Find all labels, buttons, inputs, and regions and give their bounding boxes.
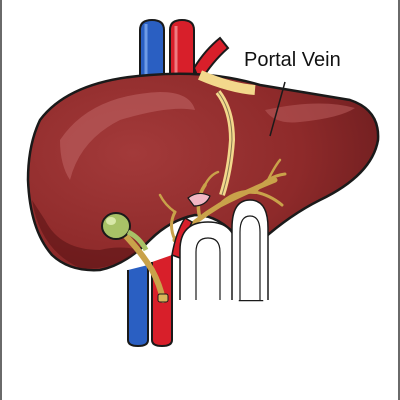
liver-highlight [60,92,195,180]
portal-vein-label: Portal Vein [244,49,341,71]
liver-shadow [32,200,140,269]
liver-right-lobe-highlight [265,103,355,123]
gallbladder-icon [101,212,149,252]
callout-leader-line [269,81,286,137]
hepatic-artery-knot [187,192,211,207]
bile-duct [117,227,166,303]
portal-vein-top [198,70,256,95]
inferior-vena-cava-lower [127,265,149,348]
